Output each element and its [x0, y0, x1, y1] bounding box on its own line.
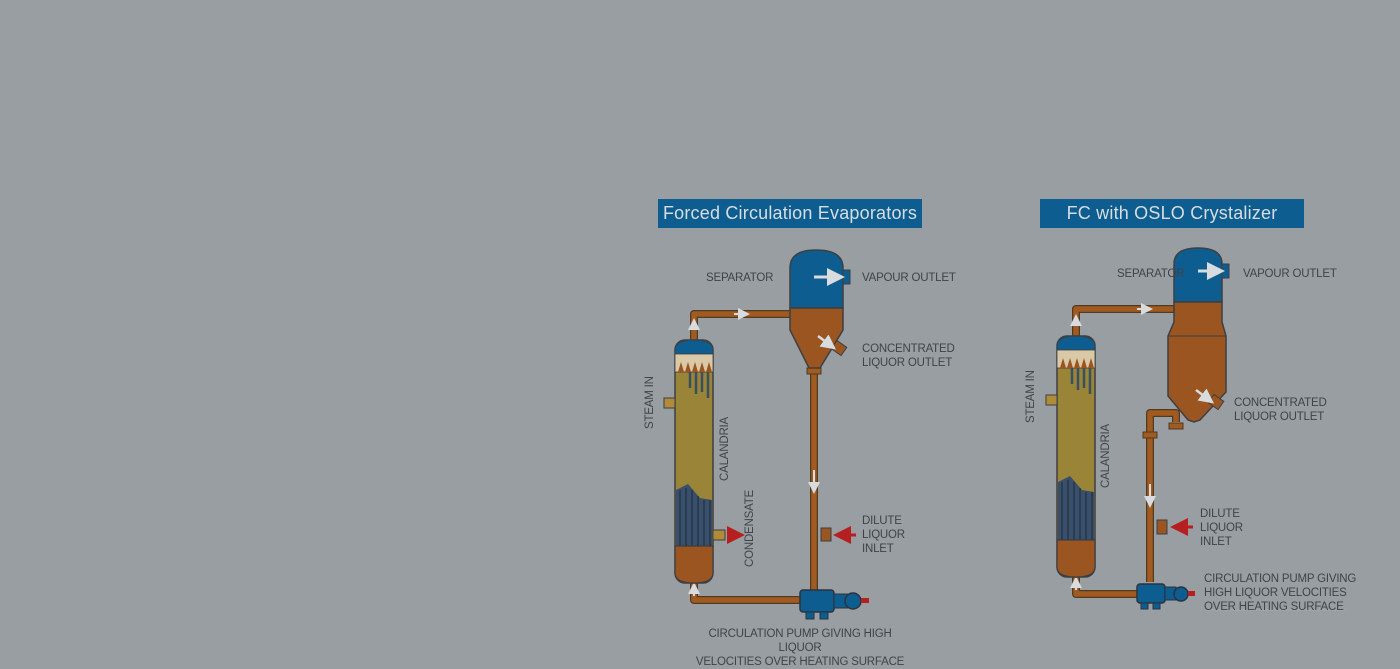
left-condensate-label: CONDENSATE — [744, 489, 756, 567]
left-dilute-liquor-inlet-label: DILUTE LIQUOR INLET — [862, 515, 905, 555]
left-separator — [789, 249, 851, 369]
right-separator-label: SEPARATOR — [1117, 268, 1185, 280]
left-circulation-pump — [799, 589, 869, 620]
left-vapour-outlet-label: VAPOUR OUTLET — [862, 272, 956, 284]
right-diagram — [1045, 247, 1345, 611]
left-separator-label: SEPARATOR — [706, 272, 774, 284]
right-calandria-label: CALANDRIA — [1100, 423, 1112, 488]
left-diagram — [663, 249, 869, 620]
left-calandria — [663, 339, 745, 584]
right-diagram-title: FC with OSLO Crystalizer — [1040, 199, 1304, 228]
right-vapour-outlet-label: VAPOUR OUTLET — [1243, 268, 1337, 280]
left-calandria-label: CALANDRIA — [719, 416, 731, 481]
left-diagram-title: Forced Circulation Evaporators — [658, 199, 922, 228]
right-separator — [1167, 247, 1230, 423]
left-concentrated-liquor-outlet-label: CONCENTRATED LIQUOR OUTLET — [862, 343, 955, 369]
right-dilute-liquor-inlet-label: DILUTE LIQUOR INLET — [1200, 508, 1243, 548]
right-circulation-pump — [1136, 583, 1195, 610]
right-steam-in-label: STEAM IN — [1025, 370, 1037, 423]
left-steam-in-label: STEAM IN — [644, 376, 656, 429]
right-circulation-pump-label: CIRCULATION PUMP GIVING HIGH LIQUOR VELO… — [1204, 573, 1357, 613]
right-concentrated-liquor-outlet-label: CONCENTRATED LIQUOR OUTLET — [1234, 397, 1327, 423]
left-circulation-pump-label: CIRCULATION PUMP GIVING HIGH LIQUOR VELO… — [695, 628, 905, 668]
right-calandria — [1045, 335, 1096, 578]
